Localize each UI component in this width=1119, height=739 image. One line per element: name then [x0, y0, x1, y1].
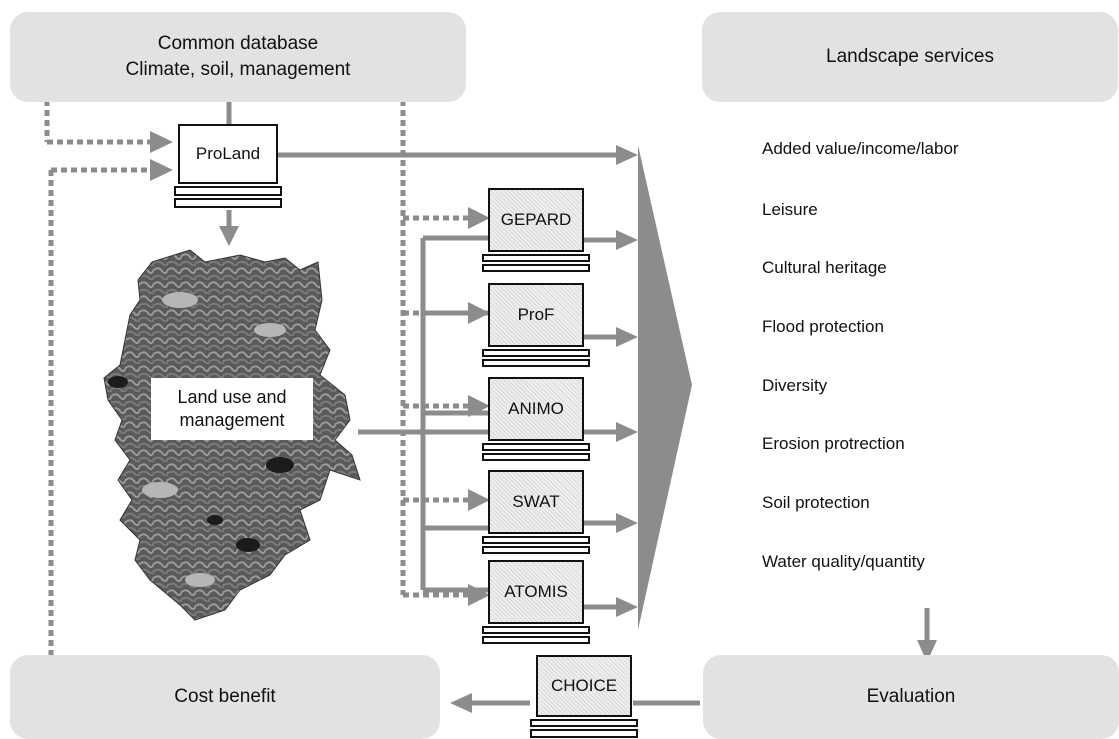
- service-item-erosion-protection: Erosion protrection: [762, 434, 905, 453]
- prof-laptop: ProF: [482, 283, 590, 367]
- choice-label: CHOICE: [550, 676, 618, 695]
- common-database-title: Common database: [157, 33, 319, 55]
- animo-screen: ANIMO: [488, 377, 584, 441]
- landscape-services-box: Landscape services: [702, 12, 1118, 102]
- evaluation-box: Evaluation: [703, 655, 1119, 739]
- prof-label: ProF: [517, 305, 555, 324]
- animo-keyboard: [482, 443, 590, 451]
- atomis-keyboard: [482, 626, 590, 634]
- common-database-box: Common database Climate, soil, managemen…: [10, 12, 466, 102]
- gepard-screen: GEPARD: [488, 188, 584, 252]
- landscape-services-title: Landscape services: [826, 46, 994, 68]
- prof-base: [482, 359, 590, 367]
- service-item-flood-protection: Flood protection: [762, 317, 884, 336]
- proland-label: ProLand: [195, 144, 261, 163]
- service-item-water-quality: Water quality/quantity: [762, 552, 925, 571]
- service-item-cultural-heritage: Cultural heritage: [762, 258, 887, 277]
- cost-benefit-label: Cost benefit: [174, 686, 276, 708]
- choice-base: [530, 729, 638, 738]
- animo-label: ANIMO: [508, 399, 564, 418]
- choice-keyboard: [530, 719, 638, 727]
- animo-base: [482, 453, 590, 461]
- service-item-leisure: Leisure: [762, 200, 818, 219]
- animo-laptop: ANIMO: [482, 377, 590, 461]
- proland-keyboard: [174, 186, 282, 196]
- swat-laptop: SWAT: [482, 470, 590, 554]
- service-item-soil-protection: Soil protection: [762, 493, 870, 512]
- atomis-laptop: ATOMIS: [482, 560, 590, 644]
- atomis-label: ATOMIS: [504, 582, 568, 601]
- proland-base: [174, 198, 282, 208]
- swat-label: SWAT: [512, 492, 560, 511]
- services-funnel: [638, 145, 692, 630]
- land-use-label: Land use and management: [151, 378, 313, 440]
- swat-base: [482, 546, 590, 554]
- service-item-added-value: Added value/income/labor: [762, 139, 959, 158]
- swat-keyboard: [482, 536, 590, 544]
- evaluation-label: Evaluation: [866, 686, 956, 708]
- atomis-base: [482, 636, 590, 644]
- common-database-subtitle: Climate, soil, management: [125, 59, 351, 80]
- gepard-keyboard: [482, 254, 590, 262]
- service-item-diversity: Diversity: [762, 376, 828, 395]
- cost-benefit-box: Cost benefit: [10, 655, 440, 739]
- proland-laptop: ProLand: [174, 124, 282, 208]
- gepard-laptop: GEPARD: [482, 188, 590, 272]
- prof-screen: ProF: [488, 283, 584, 347]
- proland-screen: ProLand: [178, 124, 278, 184]
- gepard-base: [482, 264, 590, 272]
- gepard-label: GEPARD: [500, 210, 572, 229]
- prof-keyboard: [482, 349, 590, 357]
- atomis-screen: ATOMIS: [488, 560, 584, 624]
- choice-screen: CHOICE: [536, 655, 632, 717]
- swat-screen: SWAT: [488, 470, 584, 534]
- choice-laptop: CHOICE: [530, 655, 638, 738]
